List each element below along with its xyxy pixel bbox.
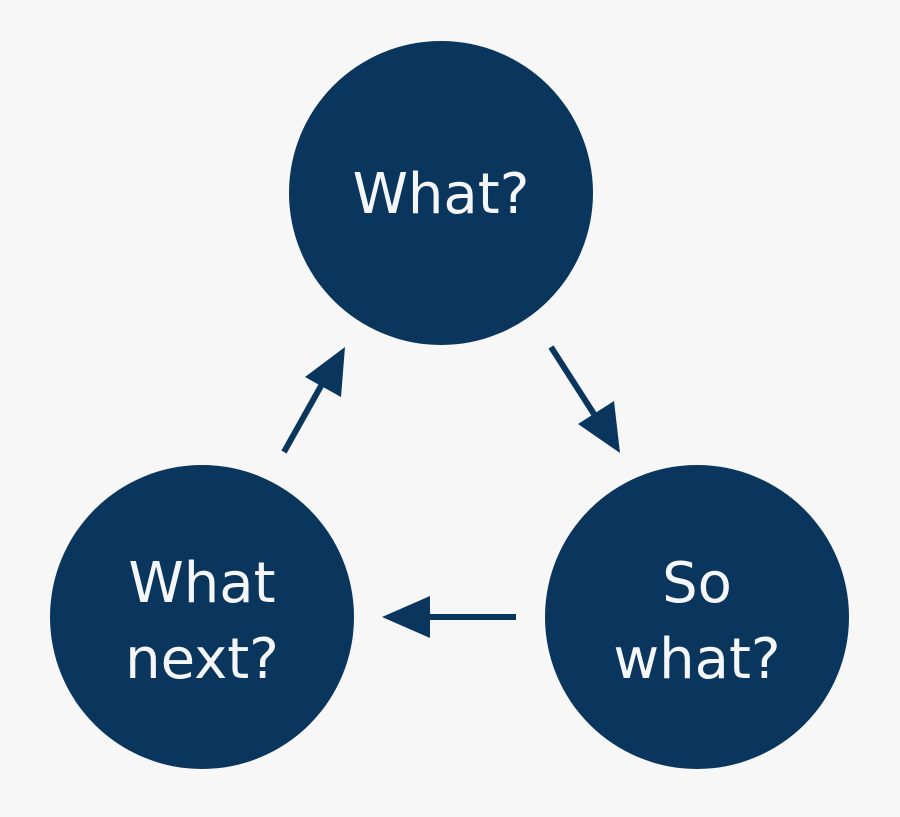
node-what-label: What? (353, 162, 530, 227)
arrow-what-next-to-what-shaft (281, 375, 329, 454)
arrow-what-next-to-what (281, 347, 345, 454)
node-what-next: What next? (50, 465, 354, 769)
node-what-next-label-line-1: What (128, 551, 275, 616)
node-what-circle (289, 41, 593, 345)
node-so-what-circle (545, 465, 849, 769)
arrow-so-what-to-what-next (382, 596, 516, 638)
arrow-what-next-to-what-head (305, 347, 345, 397)
node-what: What? (289, 41, 593, 345)
node-so-what-label-line-2: what? (613, 627, 780, 692)
node-what-next-label-line-2: next? (125, 627, 279, 692)
arrow-what-to-so-what-shaft (548, 345, 604, 427)
node-what-next-circle (50, 465, 354, 769)
node-so-what: So what? (545, 465, 849, 769)
arrow-what-to-so-what (548, 345, 620, 453)
arrow-so-what-to-what-next-head (382, 596, 430, 638)
node-so-what-label-line-1: So (662, 551, 732, 616)
arrow-what-to-so-what-head (578, 401, 620, 453)
